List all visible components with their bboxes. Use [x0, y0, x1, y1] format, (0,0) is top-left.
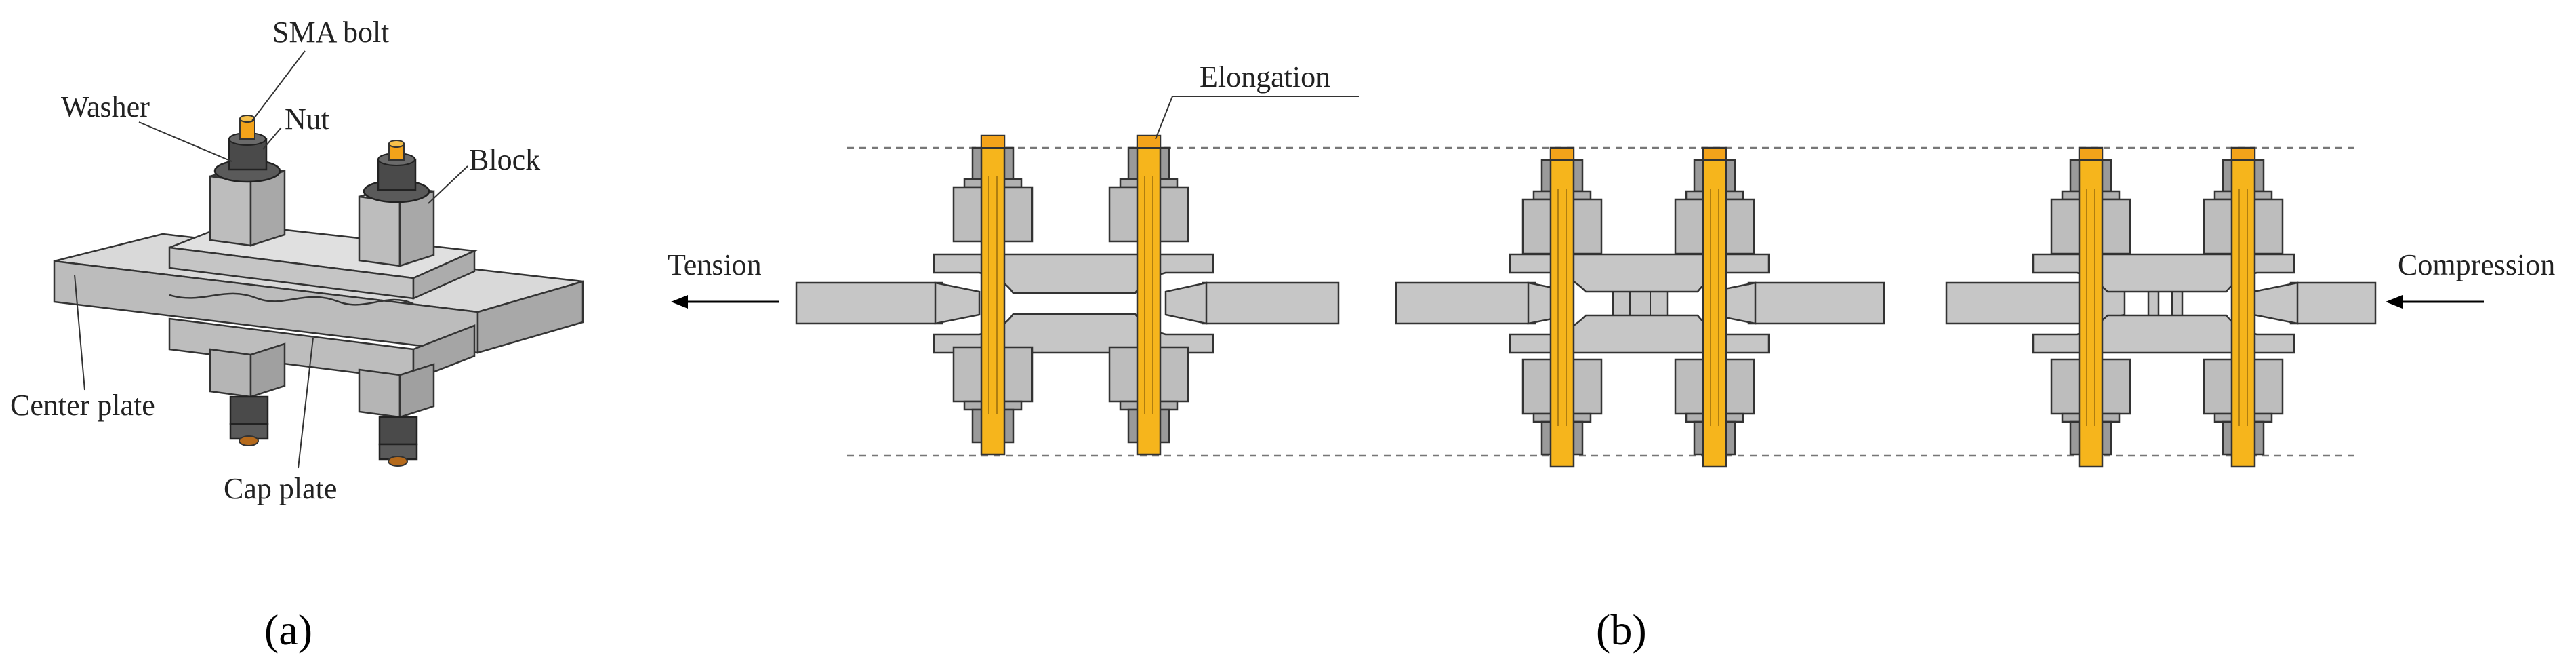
- state-tension: [795, 134, 1340, 456]
- state-neutral: [1395, 146, 1885, 468]
- state-compression: [1945, 146, 2377, 468]
- label-cap-plate: Cap plate: [224, 472, 337, 505]
- reference-dashed-lines: [847, 146, 2358, 457]
- compression-arrow-icon: [2386, 295, 2484, 309]
- tension-arrow-icon: [671, 295, 779, 309]
- label-sma-bolt: SMA bolt: [272, 16, 389, 49]
- label-elongation: Elongation: [1200, 60, 1330, 94]
- label-nut: Nut: [285, 102, 329, 136]
- caption-b: (b): [1596, 606, 1647, 654]
- label-tension: Tension: [668, 248, 762, 281]
- caption-a: (a): [264, 606, 312, 654]
- elongation-leader: [1155, 96, 1359, 140]
- label-washer: Washer: [61, 90, 150, 123]
- label-center-plate: Center plate: [10, 389, 155, 422]
- label-compression: Compression: [2398, 248, 2555, 281]
- panel-a-isometric-drawing: [53, 50, 584, 469]
- label-block: Block: [469, 143, 540, 176]
